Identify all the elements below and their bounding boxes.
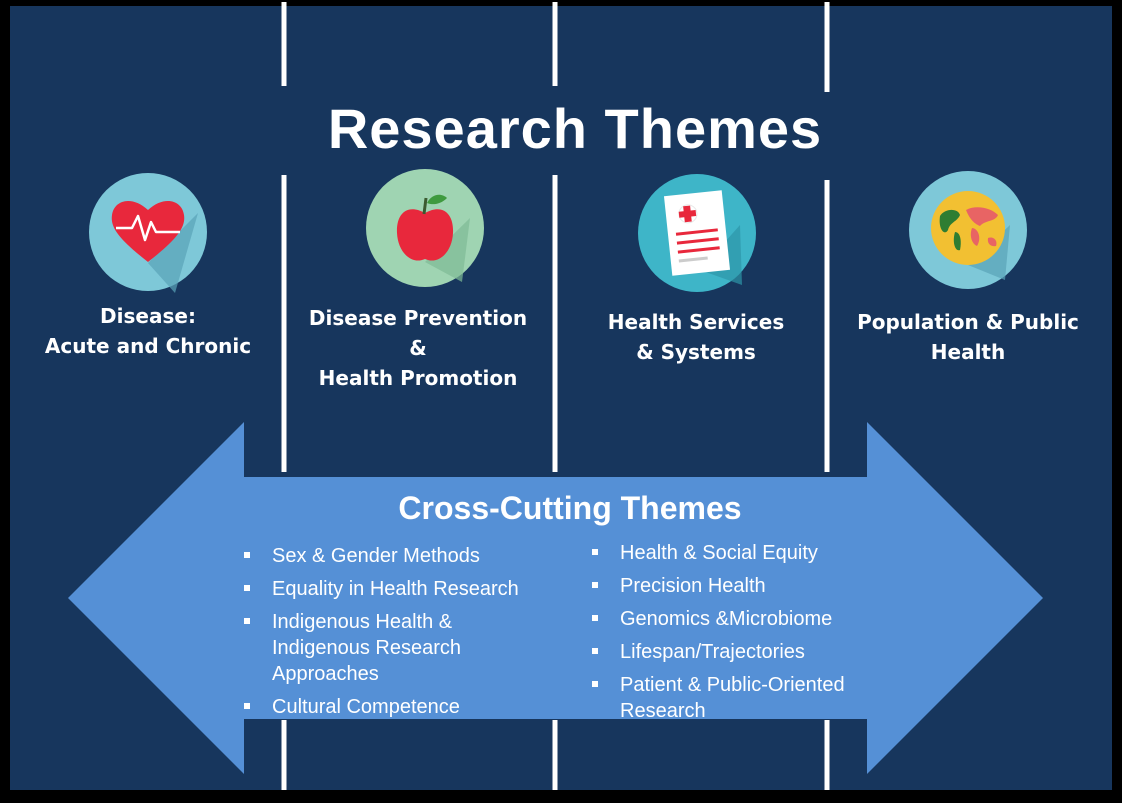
list-item: Patient & Public-Oriented Research [592, 672, 890, 724]
list-item: Indigenous Health & Indigenous Research … [244, 609, 504, 687]
cross-cutting-arrow [68, 422, 1043, 774]
theme-label-line2: Acute and Chronic [44, 334, 252, 358]
theme-label-line1: Disease Prevention & [308, 306, 528, 360]
theme-label-prevention: Disease Prevention & Health Promotion [298, 303, 538, 393]
cross-cutting-title: Cross-Cutting Themes [398, 490, 742, 526]
list-item: Equality in Health Research [244, 576, 544, 602]
list-item: Genomics &Microbiome [592, 606, 882, 632]
theme-label-population: Population & Public Health [853, 307, 1083, 367]
page-title: Research Themes [327, 97, 823, 160]
document-icon [638, 174, 756, 292]
heart-icon [89, 173, 207, 293]
globe-icon [909, 171, 1027, 289]
theme-label-disease: Disease: Acute and Chronic [38, 301, 258, 361]
cross-cutting-list-left: Sex & Gender Methods Equality in Health … [244, 543, 544, 727]
theme-label-line2: Health [930, 340, 1006, 364]
list-item: Precision Health [592, 573, 882, 599]
cross-cutting-list-right: Health & Social Equity Precision Health … [592, 540, 882, 731]
apple-icon [366, 169, 484, 287]
theme-label-line1: Population & Public [857, 310, 1079, 334]
list-item: Lifespan/Trajectories [592, 639, 882, 665]
theme-label-line2: & Systems [636, 340, 756, 364]
theme-label-line1: Disease: [100, 304, 196, 328]
list-item: Cultural Competence [244, 694, 544, 720]
theme-label-line2: Health Promotion [318, 366, 518, 390]
column-dividers [281, 2, 830, 790]
theme-label-line1: Health Services [607, 310, 785, 334]
theme-label-health-services: Health Services & Systems [596, 307, 796, 367]
list-item: Health & Social Equity [592, 540, 882, 566]
list-item: Sex & Gender Methods [244, 543, 544, 569]
